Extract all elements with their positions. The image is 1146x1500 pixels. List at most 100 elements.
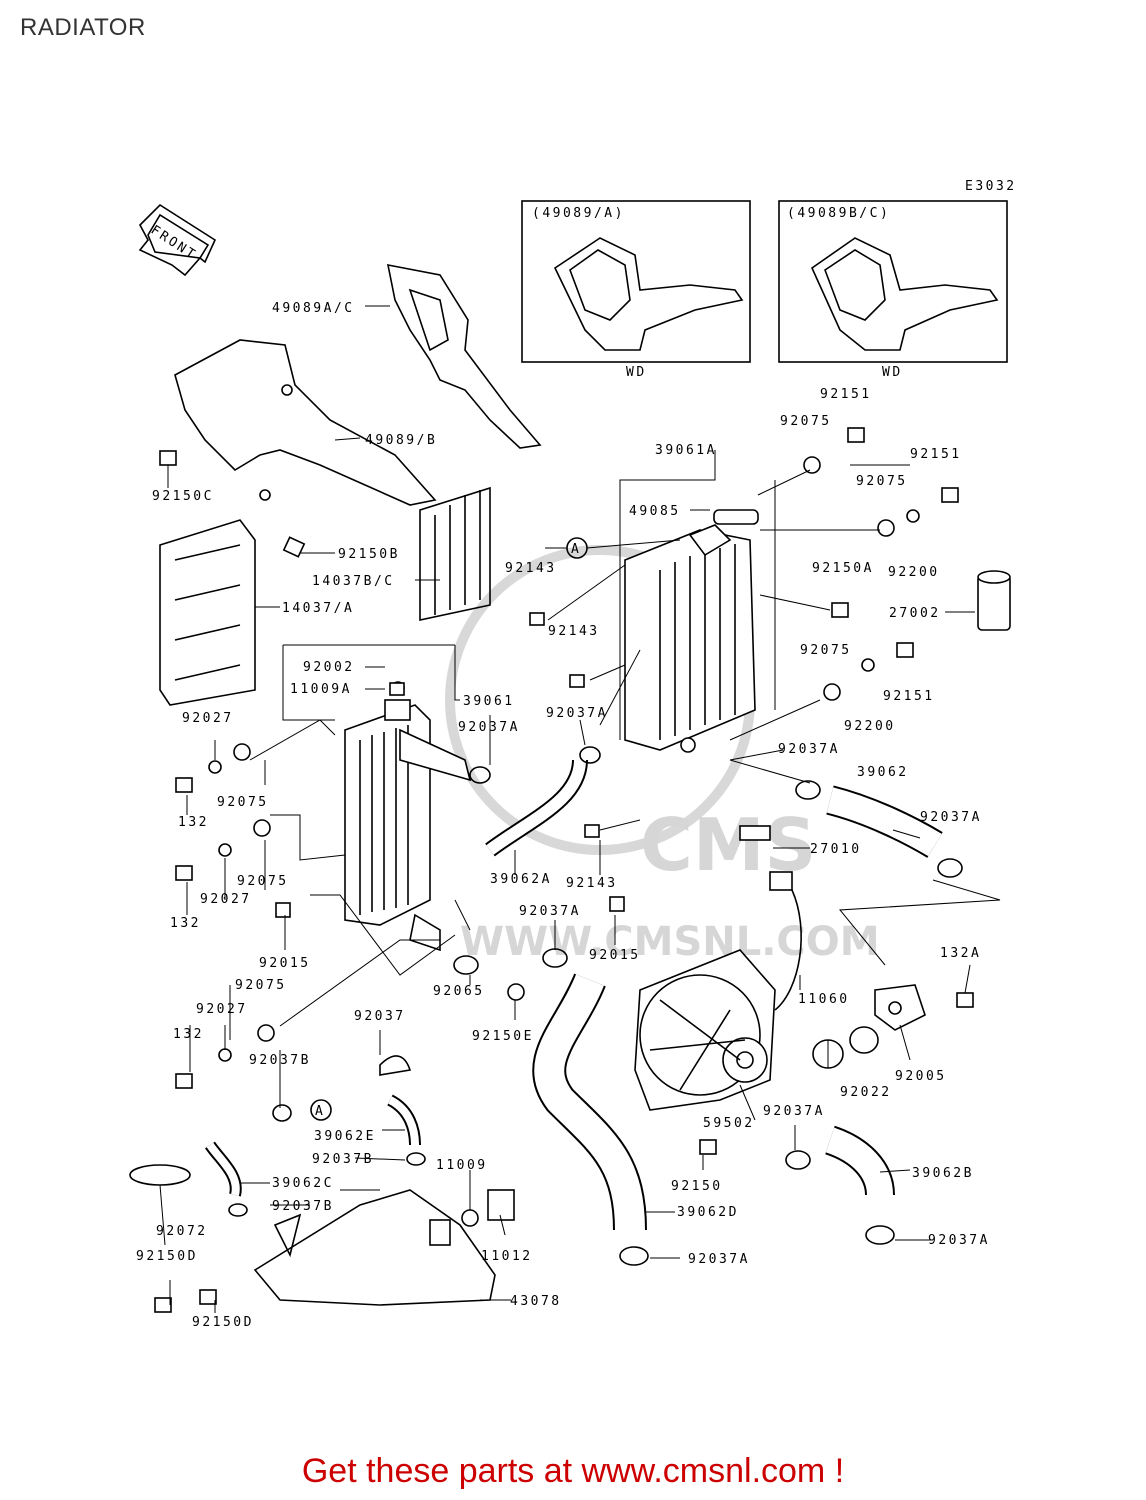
- label-92075-4: 92075: [780, 414, 832, 429]
- watermark-url: WWW.CMSNL.COM: [460, 919, 880, 965]
- label-92005: 92005: [895, 1069, 947, 1084]
- label-92015-2: 92015: [589, 948, 641, 963]
- label-92075-5: 92075: [856, 474, 908, 489]
- watermark: CMS WWW.CMSNL.COM: [445, 545, 880, 965]
- label-49085: 49085: [629, 504, 681, 519]
- inset-shroud-a: (49089/A) WD: [521, 200, 751, 380]
- label-39062e: 39062E: [314, 1129, 376, 1144]
- label-92037a-2: 92037A: [546, 706, 608, 721]
- inset-shroud-b: (49089B/C) WD: [778, 200, 1008, 380]
- label-92200-1: 92200: [888, 565, 940, 580]
- inset-b-caption: WD: [882, 365, 903, 380]
- label-92022: 92022: [840, 1085, 892, 1100]
- label-92015-1: 92015: [259, 956, 311, 971]
- label-92037a-4: 92037A: [778, 742, 840, 757]
- label-92037a-1: 92037A: [458, 720, 520, 735]
- label-92037a-6: 92037A: [763, 1104, 825, 1119]
- inset-a-title: (49089/A): [532, 206, 625, 221]
- label-92037b-3: 92037B: [272, 1199, 334, 1214]
- label-92037a-3: 92037A: [519, 904, 581, 919]
- label-27010: 27010: [810, 842, 862, 857]
- label-39061: 39061: [463, 694, 515, 709]
- cap-27002: [977, 570, 1011, 631]
- inset-a-caption: WD: [626, 365, 647, 380]
- label-92150b: 92150B: [338, 547, 400, 562]
- label-92143-3: 92143: [566, 876, 618, 891]
- small-parts: [129, 456, 920, 1227]
- label-11012: 11012: [481, 1249, 533, 1264]
- label-39062: 39062: [857, 765, 909, 780]
- label-92027-2: 92027: [200, 892, 252, 907]
- radiator-louver-14037bc: [419, 486, 491, 621]
- label-92150e: 92150E: [472, 1029, 534, 1044]
- label-92037a-7: 92037A: [928, 1233, 990, 1248]
- label-11009: 11009: [436, 1158, 488, 1173]
- label-27002: 27002: [889, 606, 941, 621]
- label-92151-2: 92151: [910, 447, 962, 462]
- fan-59502: [634, 949, 776, 1111]
- clamps: [228, 746, 963, 1266]
- label-92037a-5: 92037A: [920, 810, 982, 825]
- bolts: [154, 427, 974, 1313]
- label-92075-1: 92075: [217, 795, 269, 810]
- callout-a-top-label: A: [571, 542, 581, 557]
- label-92075-3: 92075: [235, 978, 287, 993]
- label-92075-2: 92075: [237, 874, 289, 889]
- shroud-49089ac: [386, 263, 542, 449]
- radiator-guard-14037a: [159, 519, 256, 706]
- label-132a: 132A: [940, 946, 981, 961]
- reference-code: E3032: [965, 179, 1017, 194]
- inset-b-title: (49089B/C): [787, 206, 890, 221]
- label-92037: 92037: [354, 1009, 406, 1024]
- label-92037a-8: 92037A: [688, 1252, 750, 1267]
- label-92150d-1: 92150D: [136, 1249, 198, 1264]
- page-title: RADIATOR: [20, 14, 146, 41]
- label-92143-2: 92143: [548, 624, 600, 639]
- label-39062d: 39062D: [677, 1205, 739, 1220]
- label-39061a: 39061A: [655, 443, 717, 458]
- label-43078: 43078: [510, 1294, 562, 1309]
- label-132-3: 132: [173, 1027, 204, 1042]
- reservoir-tank-43078: [253, 1189, 496, 1306]
- label-92150d-2: 92150D: [192, 1315, 254, 1330]
- label-92150c: 92150C: [152, 489, 214, 504]
- label-92151-1: 92151: [820, 387, 872, 402]
- label-49089ac: 49089A/C: [272, 301, 355, 316]
- label-92037b-2: 92037B: [312, 1152, 374, 1167]
- label-92027-1: 92027: [182, 711, 234, 726]
- label-92150a: 92150A: [812, 561, 874, 576]
- label-132-1: 132: [178, 815, 209, 830]
- label-132-2: 132: [170, 916, 201, 931]
- water-outlet-92005: [874, 984, 926, 1031]
- label-92143-1: 92143: [505, 561, 557, 576]
- label-92075-6: 92075: [800, 643, 852, 658]
- label-92065: 92065: [433, 984, 485, 999]
- label-39062a: 39062A: [490, 872, 552, 887]
- label-59502: 59502: [703, 1116, 755, 1131]
- label-11060: 11060: [798, 992, 850, 1007]
- label-92037b-1: 92037B: [249, 1053, 311, 1068]
- promo-banner[interactable]: Get these parts at www.cmsnl.com !: [301, 1452, 845, 1490]
- callout-a-bottom-label: A: [315, 1104, 325, 1119]
- front-arrow: FRONT: [138, 203, 217, 277]
- label-92150: 92150: [671, 1179, 723, 1194]
- label-49089b: 49089/B: [365, 433, 437, 448]
- part-labels: 49089A/C 49089/B 92150C 92150B 14037B/C …: [136, 301, 990, 1330]
- label-92027-3: 92027: [196, 1002, 248, 1017]
- shroud-49089b: [174, 339, 437, 506]
- label-92002: 92002: [303, 660, 355, 675]
- label-92151-3: 92151: [883, 689, 935, 704]
- label-92072: 92072: [156, 1224, 208, 1239]
- label-14037a: 14037/A: [282, 601, 354, 616]
- radiator-right-39061a: [624, 524, 756, 753]
- label-92200-2: 92200: [844, 719, 896, 734]
- callout-a-bottom: A: [310, 1099, 332, 1121]
- radiator-left-39061: [344, 699, 472, 952]
- leader-lines: [159, 305, 1001, 1313]
- label-11009a: 11009A: [290, 682, 352, 697]
- label-14037bc: 14037B/C: [312, 574, 395, 589]
- label-39062b: 39062B: [912, 1166, 974, 1181]
- label-39062c: 39062C: [272, 1176, 334, 1191]
